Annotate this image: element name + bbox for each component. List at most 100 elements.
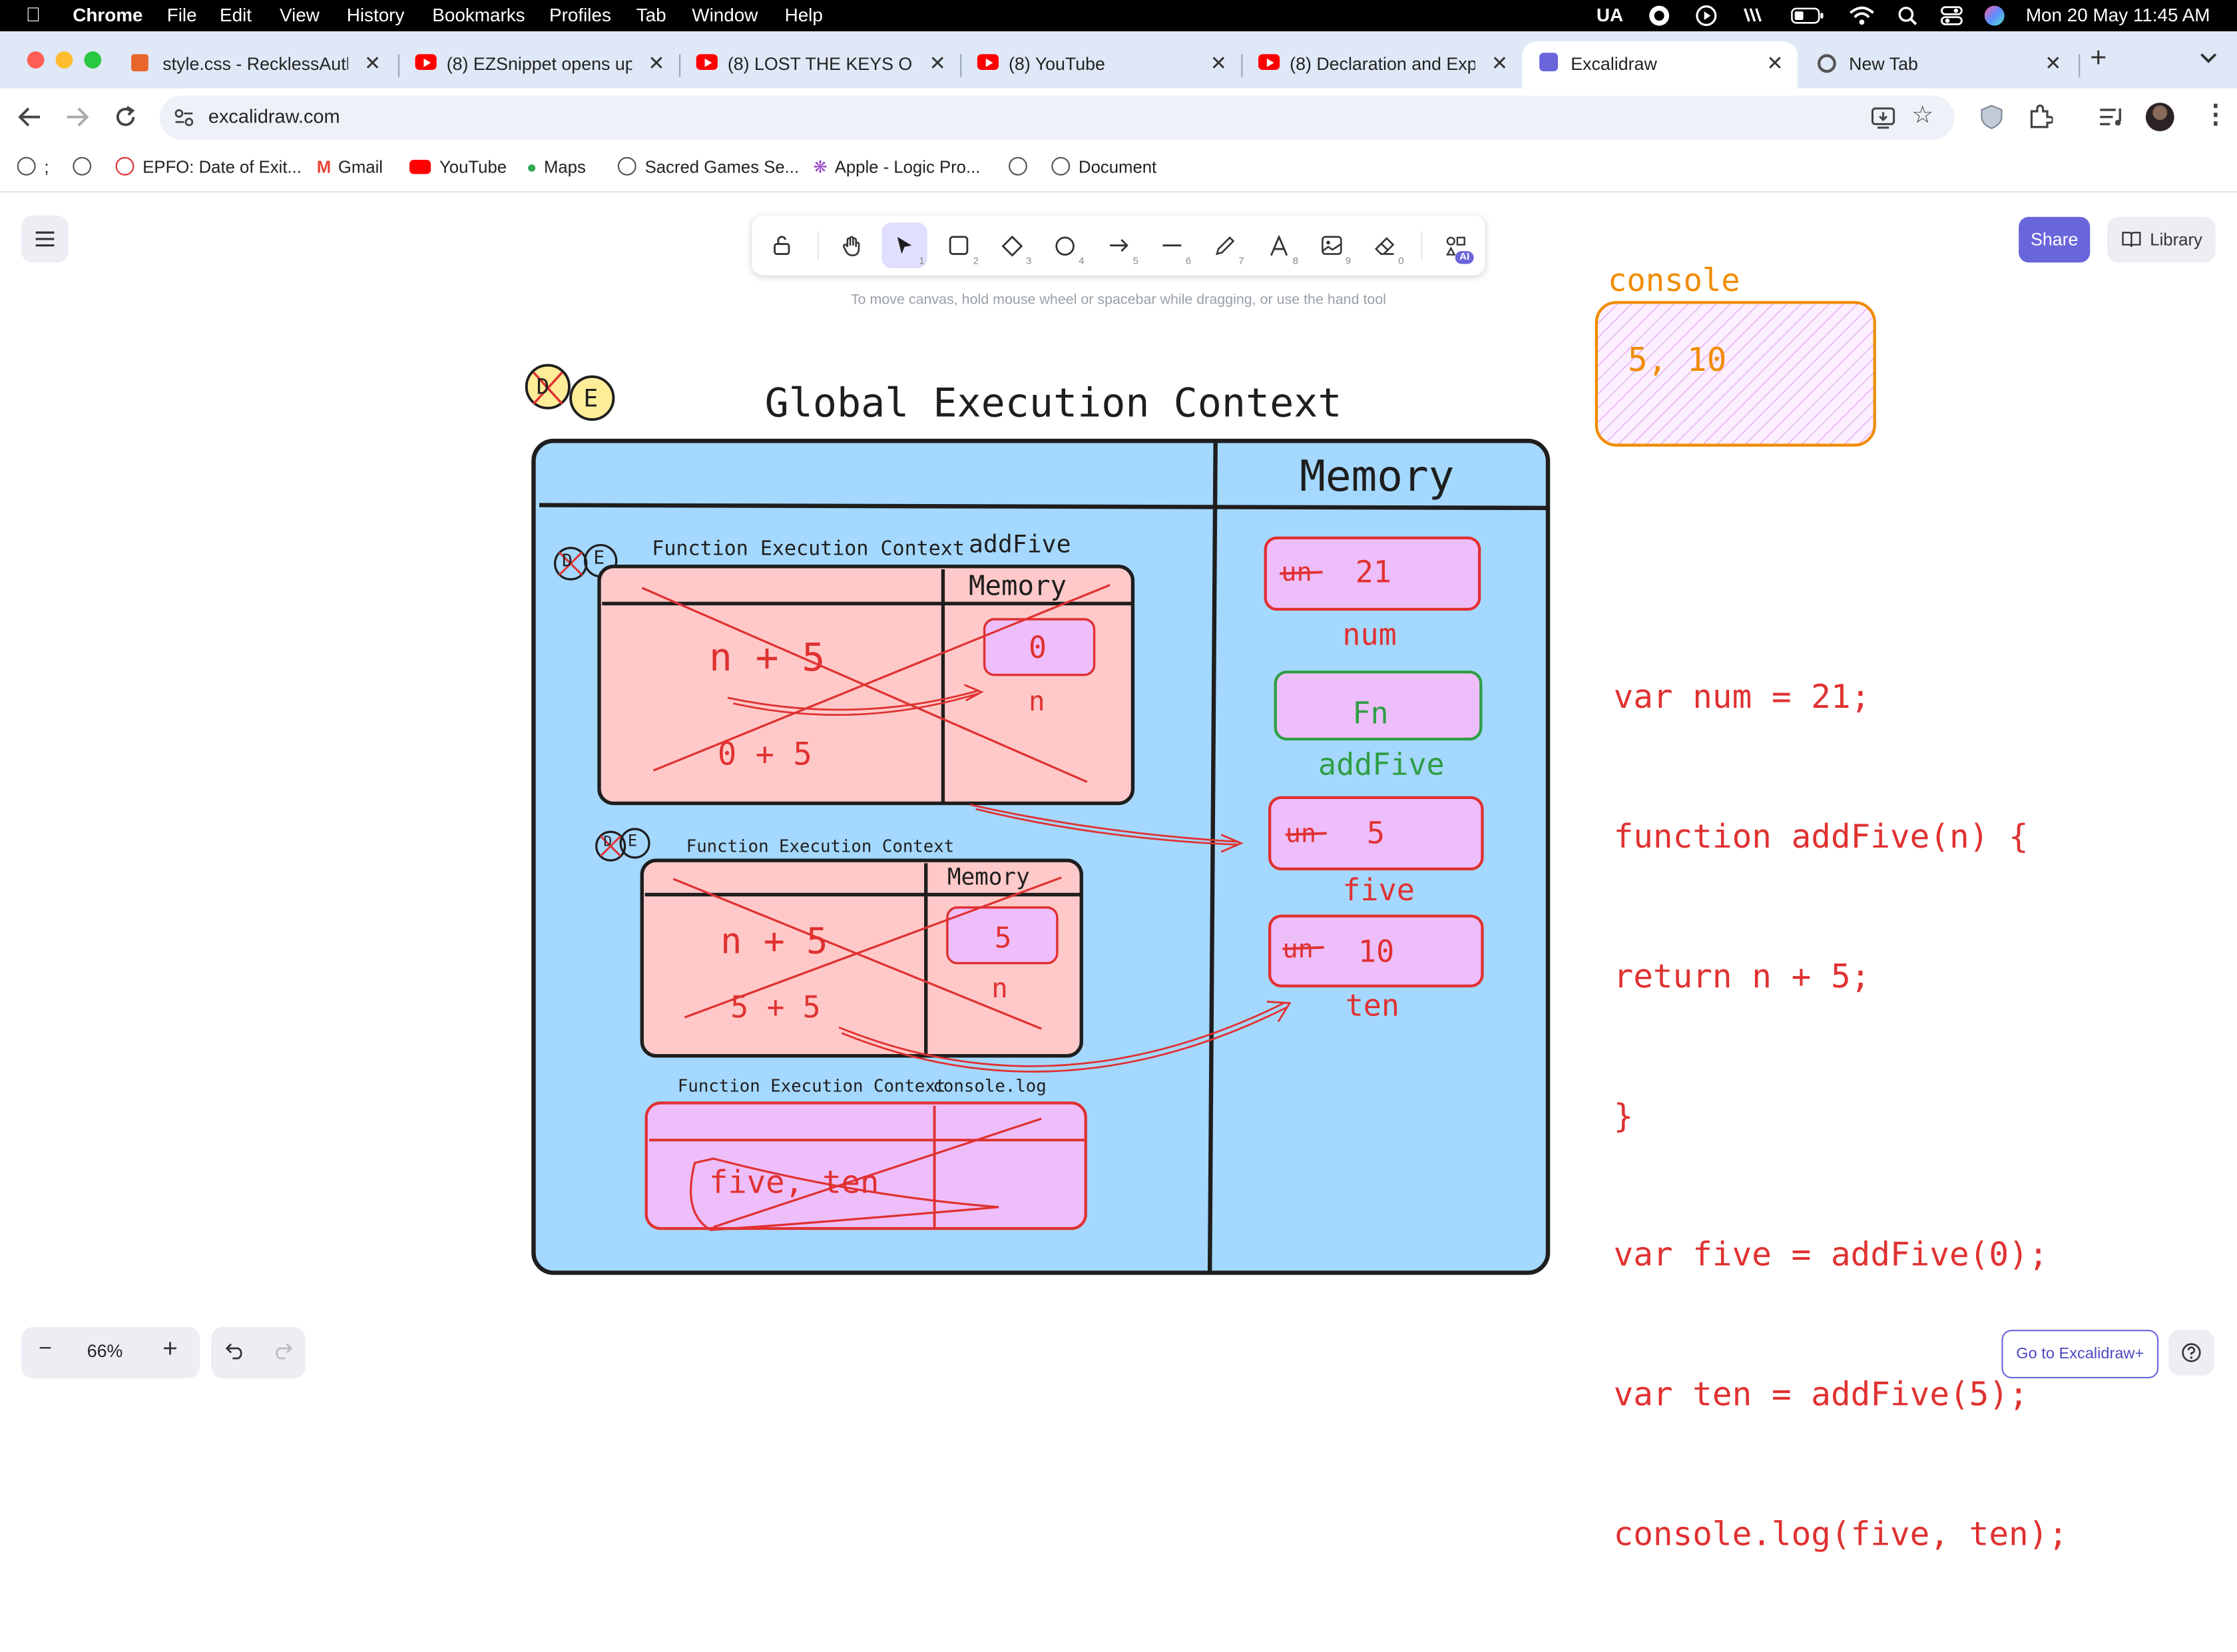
main-menu-button[interactable] [21,215,69,263]
reading-list-icon[interactable] [2099,106,2124,129]
fec3-label[interactable]: Function Execution Context [677,1075,946,1096]
menu-help[interactable]: Help [784,4,823,26]
tab-lost-the-keys[interactable]: (8) LOST THE KEYS OF T ✕ [679,41,960,89]
spotlight-search-icon[interactable] [1897,6,1917,26]
tool-arrow[interactable]: 5 [1096,222,1142,268]
chrome-menu-kebab-icon[interactable]: ⋮ [2202,100,2229,129]
fec2-memory-header[interactable]: Memory [947,863,1030,891]
zoom-out-button[interactable]: − [38,1336,52,1362]
fec2-label[interactable]: Function Execution Context [686,836,955,856]
new-tab-plus-icon[interactable]: + [2090,43,2107,75]
var-addfive-box[interactable] [1274,671,1483,741]
bookmark-sacred-games[interactable]: Sacred Games Se... [617,156,799,177]
fec1-marker-crossed[interactable] [553,547,588,581]
var-num-box[interactable] [1264,536,1481,611]
bookmark-semicolon[interactable]: ; [17,156,49,177]
play-circle-icon[interactable] [1695,4,1718,27]
menu-history[interactable]: History [346,4,405,26]
fec2-expression[interactable]: n + 5 [720,920,828,962]
bookmark-apple-logic-pro[interactable]: ❋Apple - Logic Pro... [813,156,981,177]
fec1-substituted[interactable]: 0 + 5 [717,737,812,774]
var-addfive-value[interactable]: Fn [1352,696,1389,731]
close-tab-icon[interactable]: ✕ [929,51,946,75]
fec2-substituted[interactable]: 5 + 5 [730,990,821,1025]
back-arrow-icon[interactable] [17,106,43,129]
var-num-value[interactable]: 21 [1355,555,1391,589]
fec3-function-name[interactable]: console.log [933,1075,1047,1096]
fec1-n-value-box[interactable] [983,618,1096,677]
grammarly-icon[interactable] [1648,4,1670,27]
fec2-n-name[interactable]: n [991,973,1008,1005]
wifi-icon[interactable] [1849,4,1875,25]
window-minimize-button[interactable] [55,51,73,69]
console-label[interactable]: console [1608,264,1740,300]
source-code-block[interactable]: var num = 21; function addFive(n) { retu… [1614,582,2069,1651]
close-tab-icon[interactable]: ✕ [2045,51,2062,75]
fec1-label[interactable]: Function Execution Context [652,537,965,561]
window-close-button[interactable] [27,51,45,69]
tool-line[interactable]: 6 [1148,222,1194,268]
close-tab-icon[interactable]: ✕ [1491,51,1508,75]
tab-style-css[interactable]: style.css - RecklessAuth ✕ [114,41,395,89]
var-addfive-name[interactable]: addFive [1318,747,1445,782]
tool-diamond[interactable]: 3 [989,222,1035,268]
fec3-box[interactable] [644,1101,1087,1231]
global-context-title[interactable]: Global Execution Context [764,380,1342,427]
tool-lock[interactable] [759,222,805,268]
share-button[interactable]: Share [2019,216,2091,263]
tab-new-tab[interactable]: New Tab ✕ [1800,41,2076,89]
tool-eraser[interactable]: 0 [1361,222,1407,268]
menu-edit[interactable]: Edit [220,4,252,26]
fec1-function-name[interactable]: addFive [969,531,1071,559]
zoom-level[interactable]: 66% [87,1341,123,1362]
console-output-text[interactable]: 5, 10 [1628,342,1727,380]
address-bar[interactable]: excalidraw.com ☆ [160,95,1955,140]
var-five-value[interactable]: 5 [1366,816,1385,851]
battery-icon[interactable] [1790,6,1824,26]
site-settings-icon[interactable] [174,109,194,127]
close-tab-icon[interactable]: ✕ [364,51,381,75]
reload-icon[interactable] [113,104,138,130]
bookmark-maps[interactable]: ●Maps [526,156,586,177]
forward-arrow-icon[interactable] [64,106,90,129]
menu-app-chrome[interactable]: Chrome [73,4,143,26]
menu-bookmarks[interactable]: Bookmarks [432,4,525,26]
fec1-n-name[interactable]: n [1029,686,1045,718]
bookmark-globe-2[interactable] [1009,156,1036,177]
fec2-marker-execution[interactable] [619,828,650,859]
menu-file[interactable]: File [166,4,197,26]
bookmark-epfo[interactable]: EPFO: Date of Exit... [115,156,302,177]
fec2-n-value-box[interactable] [946,906,1059,965]
menu-profiles[interactable]: Profiles [549,4,611,26]
siri-icon[interactable] [1984,5,2005,26]
profile-avatar[interactable] [2145,103,2174,132]
var-five-name[interactable]: five [1342,873,1415,908]
global-memory-header[interactable]: Memory [1300,452,1455,503]
install-app-icon[interactable] [1870,106,1896,130]
fec1-expression[interactable]: n + 5 [709,636,826,681]
tab-search-chevron-icon[interactable] [2198,51,2218,65]
menu-window[interactable]: Window [692,4,758,26]
fec1-n-value[interactable]: 0 [1029,631,1047,665]
tool-selection[interactable]: 1 [881,222,927,268]
phase-marker-execution[interactable] [569,375,615,421]
bookmark-globe[interactable] [73,156,100,177]
input-source-indicator[interactable]: UA [1596,4,1624,26]
tool-rectangle[interactable]: 2 [936,222,982,268]
var-num-name[interactable]: num [1342,617,1397,653]
menu-view[interactable]: View [280,4,320,26]
zoom-in-button[interactable]: + [162,1334,178,1363]
var-ten-box[interactable] [1268,914,1484,987]
var-five-box[interactable] [1268,796,1484,871]
redo-icon[interactable] [272,1342,293,1360]
tool-more-shapes[interactable]: AI [1432,222,1478,268]
tab-declaration-and-expression[interactable]: (8) Declaration and Expr ✕ [1241,41,1522,89]
library-button[interactable]: Library [2107,216,2216,263]
tool-hand[interactable] [829,222,875,268]
tab-ezsnippet[interactable]: (8) EZSnippet opens up ✕ [398,41,679,89]
var-ten-name[interactable]: ten [1345,989,1400,1023]
control-center-icon[interactable] [1940,4,1963,27]
bookmark-document[interactable]: Document [1051,156,1156,177]
apple-icon[interactable]:  [26,3,41,25]
